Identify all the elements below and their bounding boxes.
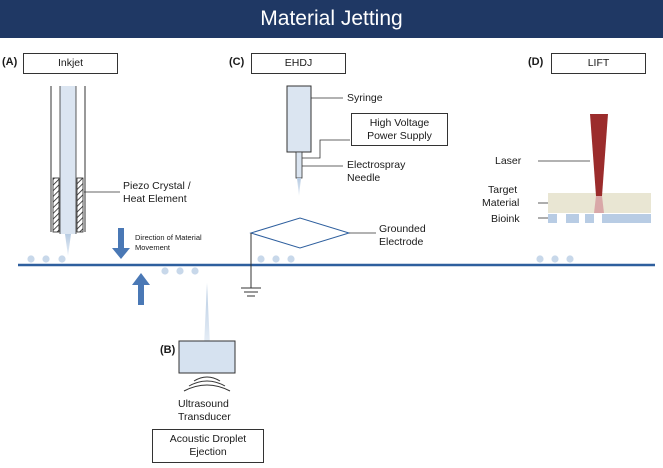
ground-symbol: [241, 233, 261, 297]
piezo-label-line1: Piezo Crystal /: [123, 180, 191, 192]
panel-c-letter: (C): [229, 56, 245, 68]
ultrasound-label-line1: Ultrasound: [178, 398, 229, 410]
ehdj-droplets: [257, 255, 295, 263]
power-supply-label-line1: High Voltage: [369, 116, 430, 129]
arrow-up: [132, 273, 150, 305]
panel-a-name-box: Inkjet: [23, 53, 118, 74]
acoustic-droplets: [161, 267, 199, 275]
arrow-down: [112, 228, 130, 259]
needle-label-line1: Electrospray: [347, 159, 406, 171]
panel-b-letter: (B): [160, 344, 176, 356]
panel-b-name-box: Acoustic Droplet Ejection: [152, 429, 264, 463]
inkjet-nozzle: [50, 86, 120, 256]
target-material-label-line2: Material: [482, 197, 520, 209]
panel-a-name: Inkjet: [57, 57, 84, 69]
ehdj-syringe: [286, 85, 350, 196]
panel-b-name-line2: Ejection: [189, 446, 227, 458]
panel-d-name-box: LIFT: [551, 53, 646, 74]
target-material-label-line1: Target: [488, 184, 518, 196]
ultrasound-waves: [183, 376, 231, 392]
inkjet-droplets: [27, 255, 66, 263]
acoustic-reservoir: [178, 340, 236, 374]
bioink-layer: [548, 214, 651, 223]
piezo-element-right: [76, 177, 84, 233]
power-supply-label-line2: Power Supply: [367, 129, 432, 142]
ehdj-jet: [297, 178, 301, 196]
acoustic-jet: [204, 283, 210, 346]
direction-label-line1: Direction of Material: [135, 233, 202, 242]
panel-d-name: LIFT: [587, 57, 610, 69]
direction-arrows: [112, 228, 150, 305]
figure-title: Material Jetting: [260, 7, 403, 30]
laser-spot: [594, 196, 604, 213]
panel-a-letter: (A): [2, 56, 18, 68]
electrode-label-line1: Grounded: [379, 223, 426, 235]
panel-b-name-line1: Acoustic Droplet: [169, 433, 247, 445]
panel-c-name: EHDJ: [284, 57, 313, 69]
ultrasound-label-line2: Transducer: [178, 411, 231, 423]
needle-label-line2: Needle: [347, 172, 381, 184]
piezo-element-left: [52, 177, 60, 233]
bioink-label: Bioink: [491, 213, 520, 225]
direction-label-line2: Movement: [135, 243, 171, 252]
inkjet-jet: [65, 234, 71, 256]
panel-d-letter: (D): [528, 56, 544, 68]
power-supply-box: High Voltage Power Supply: [351, 113, 448, 146]
piezo-label-line2: Heat Element: [123, 193, 187, 205]
syringe-label: Syringe: [347, 92, 383, 104]
panel-c-name-box: EHDJ: [251, 53, 346, 74]
electrode-label-line2: Electrode: [379, 236, 424, 248]
laser-beam: [590, 114, 608, 196]
lift-droplets: [536, 255, 574, 263]
laser-label: Laser: [495, 155, 522, 167]
ehdj-electrode: [249, 217, 351, 249]
title-banner: Material Jetting: [0, 0, 663, 38]
